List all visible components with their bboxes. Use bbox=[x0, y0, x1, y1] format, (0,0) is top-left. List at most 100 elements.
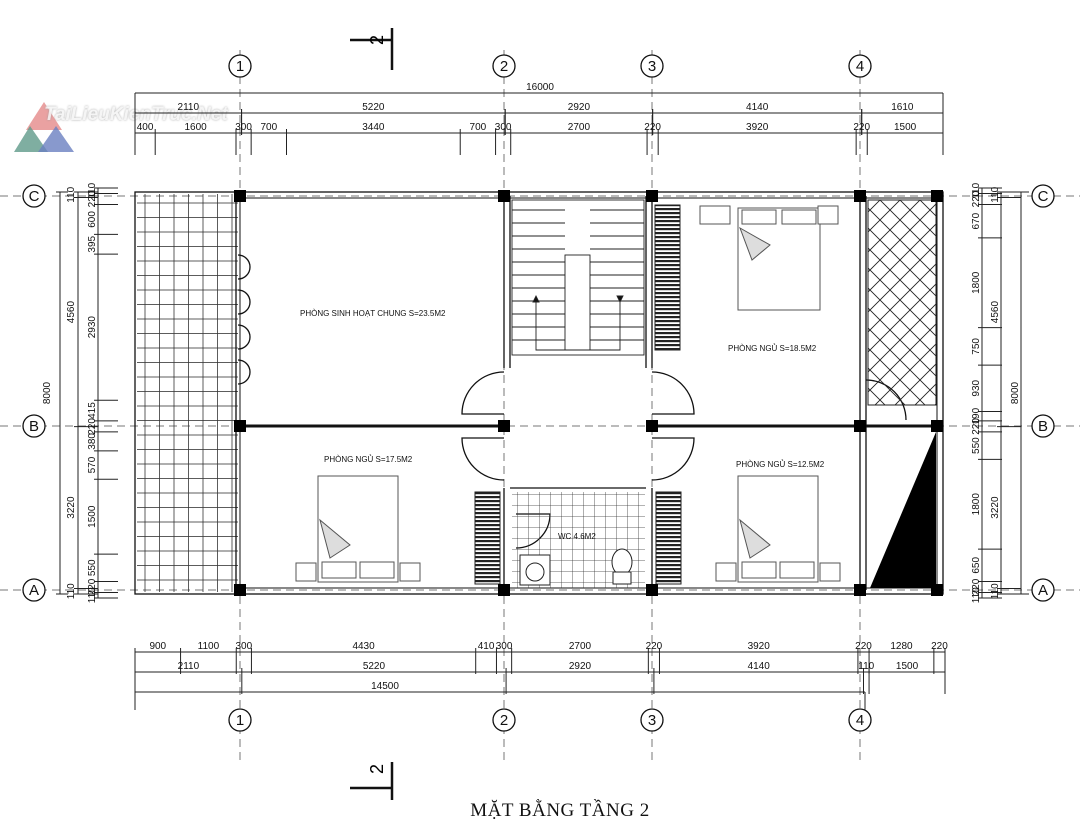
dimension-label: 220 bbox=[971, 190, 982, 207]
dimension-label: 670 bbox=[971, 212, 982, 229]
grid-bubble: 2 bbox=[492, 708, 516, 732]
grid-bubble: C bbox=[22, 184, 46, 208]
dimension-label: 2920 bbox=[569, 661, 592, 672]
grid-bubble: A bbox=[1031, 578, 1055, 602]
dimension-label: 1800 bbox=[971, 271, 982, 294]
structural-column bbox=[234, 420, 246, 432]
grid-bubble-label: B bbox=[29, 418, 39, 435]
dimension-label: 2920 bbox=[568, 102, 591, 113]
grid-bubble-circle bbox=[22, 184, 46, 208]
dimension-label: 550 bbox=[971, 437, 982, 454]
room-label-bedroom-1: PHÒNG NGỦ S=18.5M2 bbox=[728, 344, 817, 353]
grid-bubble-circle bbox=[1031, 578, 1055, 602]
structural-column bbox=[854, 190, 866, 202]
dimension-label: 2700 bbox=[568, 122, 591, 133]
dimension-label: 2700 bbox=[569, 641, 592, 652]
grid-bubble-label: 3 bbox=[648, 58, 656, 75]
structural-column bbox=[854, 420, 866, 432]
dimension-label: 1800 bbox=[971, 493, 982, 516]
grid-bubble-circle bbox=[228, 708, 252, 732]
dimension-label: 700 bbox=[470, 122, 487, 133]
dimension-label: 300 bbox=[495, 122, 512, 133]
dimension-label: 4560 bbox=[66, 301, 77, 324]
dimension-label: 750 bbox=[971, 338, 982, 355]
grid-bubble-label: B bbox=[1038, 418, 1048, 435]
structural-column bbox=[931, 420, 943, 432]
grid-bubble-label: 4 bbox=[856, 712, 864, 729]
dimension-label: 190 bbox=[971, 407, 982, 424]
dimension-label: 930 bbox=[971, 379, 982, 396]
grid-bubble: A bbox=[22, 578, 46, 602]
dimension-label: 300 bbox=[236, 641, 253, 652]
section-mark-top: 2 bbox=[350, 28, 394, 70]
structural-column bbox=[498, 190, 510, 202]
dimension-label: 300 bbox=[235, 122, 252, 133]
dimension-label: 395 bbox=[87, 235, 98, 252]
dimension-label: 110 bbox=[990, 186, 1001, 202]
grid-bubble-label: 3 bbox=[648, 712, 656, 729]
dimension-label: 220 bbox=[853, 122, 870, 133]
grid-bubble-label: 1 bbox=[236, 58, 244, 75]
dimension-label: 220 bbox=[87, 418, 98, 435]
dimension-label: 5220 bbox=[362, 102, 385, 113]
dimension-label: 1500 bbox=[896, 661, 919, 672]
grid-bubble-label: 1 bbox=[236, 712, 244, 729]
room-label-wc: WC 4.6M2 bbox=[558, 532, 596, 541]
grid-bubble-label: C bbox=[1038, 188, 1049, 205]
structural-column bbox=[931, 584, 943, 596]
grid-bubble: 4 bbox=[848, 708, 872, 732]
dimension-label: 3920 bbox=[748, 641, 771, 652]
dimension-label: 570 bbox=[87, 456, 98, 473]
structural-column bbox=[498, 420, 510, 432]
balcony-tiles bbox=[137, 194, 238, 592]
grid-bubble-circle bbox=[1031, 414, 1055, 438]
dimension-label: 220 bbox=[644, 122, 661, 133]
void-triangle bbox=[870, 432, 936, 588]
dimension-label: 220 bbox=[971, 418, 982, 435]
dimension-label: 220 bbox=[87, 190, 98, 207]
wardrobe bbox=[474, 491, 501, 585]
dimension-label: 110 bbox=[87, 587, 98, 603]
dimension-label: 410 bbox=[478, 641, 495, 652]
dimension-label: 380 bbox=[87, 433, 98, 450]
dimension-label: 1280 bbox=[890, 641, 913, 652]
grid-bubble: 4 bbox=[848, 54, 872, 78]
section-number: 2 bbox=[367, 764, 387, 774]
grid-bubble-label: A bbox=[29, 582, 39, 599]
dimension-label: 650 bbox=[971, 557, 982, 574]
grid-bubble: B bbox=[1031, 414, 1055, 438]
dimension-label: 220 bbox=[646, 641, 663, 652]
watermark-logo: TaiLieuKienTruc.Net bbox=[14, 100, 228, 160]
dimension-label: 110 bbox=[66, 583, 77, 599]
dimension-label: 5220 bbox=[363, 661, 386, 672]
dimension-label: 4430 bbox=[352, 641, 375, 652]
grid-bubble-circle bbox=[848, 54, 872, 78]
dimension-label: 400 bbox=[137, 122, 154, 133]
room-label-bedroom-3: PHÒNG NGỦ S=12.5M2 bbox=[736, 460, 825, 469]
dimension-label: 1500 bbox=[87, 505, 98, 528]
dimension-label: 3220 bbox=[66, 496, 77, 519]
dimension-label: 4140 bbox=[746, 102, 769, 113]
dimension-label: 550 bbox=[87, 559, 98, 576]
grid-bubble-circle bbox=[640, 54, 664, 78]
structural-column bbox=[234, 190, 246, 202]
dimension-label: 700 bbox=[260, 122, 277, 133]
grid-bubble: 1 bbox=[228, 708, 252, 732]
dimension-label: 900 bbox=[149, 641, 166, 652]
dimension-label: 220 bbox=[855, 641, 872, 652]
dimension-label: 1600 bbox=[184, 122, 207, 133]
dimension-label: 2110 bbox=[178, 661, 200, 672]
dimension-label: 110 bbox=[87, 182, 98, 198]
dimension-total: 16000 bbox=[526, 82, 554, 93]
wc-fixtures bbox=[519, 548, 633, 586]
structural-column bbox=[854, 584, 866, 596]
dimension-label: 220 bbox=[87, 578, 98, 595]
grid-bubble-circle bbox=[492, 708, 516, 732]
dimension-label: 1500 bbox=[894, 122, 917, 133]
grid-bubble-label: 2 bbox=[500, 58, 508, 75]
lightwell-hatch bbox=[867, 199, 937, 406]
dimension-total: 8000 bbox=[42, 381, 53, 404]
dimension-label: 600 bbox=[87, 211, 98, 228]
structural-column bbox=[646, 584, 658, 596]
